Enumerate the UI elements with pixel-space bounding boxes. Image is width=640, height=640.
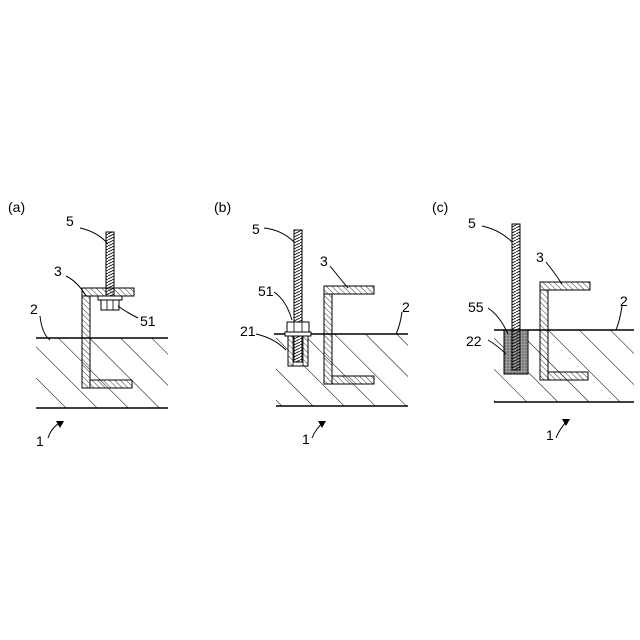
nut-b — [287, 322, 309, 332]
label-foundation-a: 1 — [36, 433, 44, 449]
label-channel-a: 3 — [54, 263, 62, 279]
panel-label-a: (a) — [8, 199, 25, 215]
bolt-c — [512, 224, 520, 370]
label-bolt-b: 5 — [252, 221, 260, 237]
panel-c: (c) 5 3 55 2 22 1 — [432, 199, 634, 443]
label-grout-c: 55 — [468, 299, 484, 315]
label-ground-c: 2 — [620, 293, 628, 309]
label-sleeve-b: 21 — [240, 323, 256, 339]
washer-a — [98, 296, 122, 300]
label-nut-b: 51 — [258, 283, 274, 299]
panel-b: (b) 5 3 5 — [214, 199, 410, 447]
label-bolt-c: 5 — [468, 215, 476, 231]
label-nut-a: 51 — [140, 313, 156, 329]
bolt-b — [294, 230, 302, 362]
label-bolt-a: 5 — [66, 213, 74, 229]
panel-label-c: (c) — [432, 199, 448, 215]
foundation-a — [36, 338, 168, 408]
label-ground-b: 2 — [402, 299, 410, 315]
label-foundation-b: 1 — [302, 431, 310, 447]
label-channel-c: 3 — [536, 249, 544, 265]
panel-a: (a) 5 3 2 51 1 — [8, 199, 168, 449]
label-ground-a: 2 — [30, 301, 38, 317]
label-hole-c: 22 — [466, 333, 482, 349]
label-foundation-c: 1 — [546, 427, 554, 443]
washer-b — [285, 332, 311, 336]
panel-label-b: (b) — [214, 199, 231, 215]
label-channel-b: 3 — [320, 253, 328, 269]
nut-a — [101, 300, 119, 310]
